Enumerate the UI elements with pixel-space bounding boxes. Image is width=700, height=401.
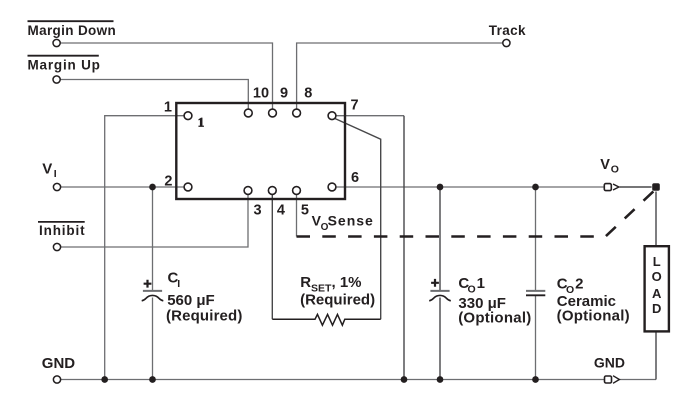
svg-text:1: 1 [198, 114, 205, 129]
svg-text:O: O [468, 284, 476, 296]
svg-text:6: 6 [351, 170, 359, 186]
svg-text:5: 5 [301, 203, 309, 219]
svg-text:Margin Down: Margin Down [28, 23, 117, 38]
svg-text:9: 9 [280, 85, 288, 101]
svg-text:GND: GND [594, 355, 625, 371]
svg-text:Ceramic: Ceramic [557, 293, 616, 310]
svg-text:O: O [611, 163, 619, 175]
svg-text:Sense: Sense [328, 212, 374, 228]
svg-text:GND: GND [42, 355, 76, 372]
svg-text:7: 7 [351, 98, 359, 114]
svg-text:O: O [321, 222, 329, 233]
svg-text:1: 1 [164, 99, 172, 115]
svg-text:2: 2 [575, 275, 583, 292]
svg-text:V: V [312, 212, 322, 228]
svg-text:Inhibit: Inhibit [39, 223, 85, 238]
svg-text:C: C [168, 269, 179, 286]
svg-text:1: 1 [477, 275, 485, 292]
svg-text:(Optional): (Optional) [458, 310, 531, 327]
svg-text:SET: SET [311, 283, 332, 295]
svg-text:Track: Track [489, 23, 526, 38]
svg-text:(Required): (Required) [166, 307, 243, 324]
svg-text:3: 3 [254, 203, 262, 219]
svg-text:Margin Up: Margin Up [28, 57, 101, 72]
svg-text:8: 8 [304, 85, 312, 101]
svg-text:L: L [653, 254, 661, 269]
svg-text:330 μF: 330 μF [458, 295, 506, 312]
svg-text:(Optional): (Optional) [557, 308, 630, 325]
svg-text:I: I [177, 278, 180, 290]
svg-text:V: V [42, 160, 52, 177]
svg-text:I: I [54, 168, 57, 180]
svg-text:, 1%: , 1% [332, 274, 362, 291]
svg-text:4: 4 [277, 203, 285, 219]
svg-text:C: C [557, 275, 568, 292]
svg-text:C: C [458, 275, 469, 292]
svg-text:V: V [600, 157, 610, 173]
svg-text:A: A [652, 286, 662, 301]
svg-text:10: 10 [253, 85, 269, 101]
svg-text:O: O [566, 284, 574, 296]
svg-text:D: D [652, 301, 661, 316]
svg-text:R: R [300, 274, 311, 291]
svg-text:560 μF: 560 μF [167, 292, 215, 309]
svg-text:(Required): (Required) [300, 292, 375, 309]
svg-text:O: O [652, 269, 662, 284]
svg-text:2: 2 [164, 174, 172, 190]
